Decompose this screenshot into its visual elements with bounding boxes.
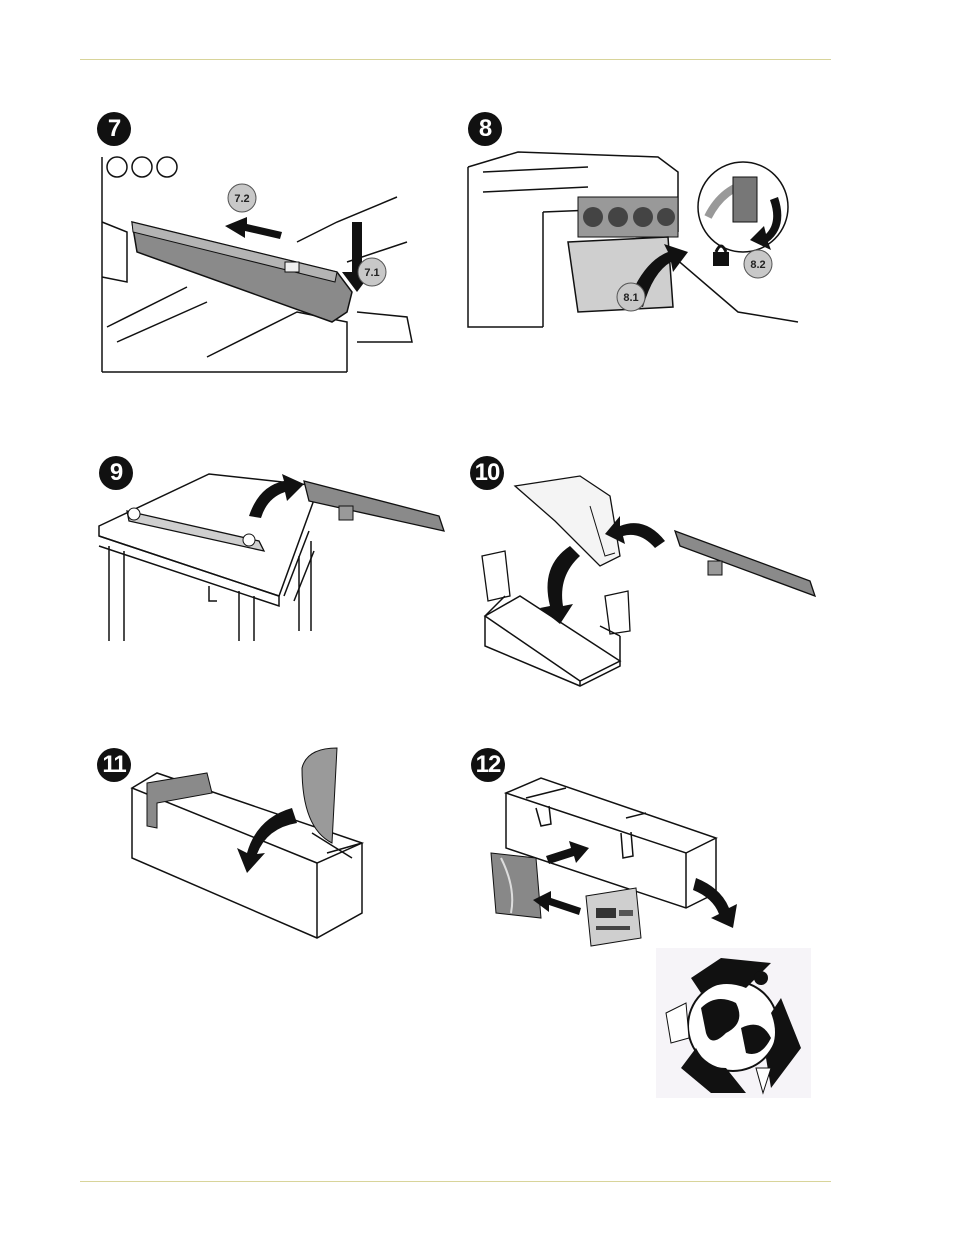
step-7-number: 7 — [97, 112, 131, 146]
step-8-number: 8 — [468, 112, 502, 146]
step-7-illustration: 7.2 7.1 — [97, 112, 417, 377]
step-10-number: 10 — [470, 456, 504, 490]
step-8-callout-8.1: 8.1 — [623, 292, 638, 304]
step-12-illustration — [471, 748, 816, 1103]
step-9-panel: 9 — [99, 456, 449, 646]
step-7-callout-7.1: 7.1 — [364, 267, 379, 279]
step-8-callout-8.2: 8.2 — [750, 259, 765, 271]
step-12-number: 12 — [471, 748, 505, 782]
step-10-illustration — [470, 456, 820, 691]
step-7-callout-7.2: 7.2 — [234, 193, 249, 205]
step-11-panel: 11 — [97, 748, 377, 943]
step-12-panel: 12 — [471, 748, 816, 1103]
step-8-illustration: 8.1 8.2 — [468, 112, 808, 337]
footer-rule — [80, 1181, 831, 1182]
step-7-panel: 7 7.2 7.1 — [97, 112, 417, 377]
step-9-number: 9 — [99, 456, 133, 490]
step-11-number: 11 — [97, 748, 131, 782]
step-9-illustration — [99, 456, 449, 646]
header-rule — [80, 59, 831, 60]
step-10-panel: 10 — [470, 456, 820, 691]
step-11-illustration — [97, 748, 377, 943]
step-8-panel: 8 8.1 8.2 — [468, 112, 808, 337]
